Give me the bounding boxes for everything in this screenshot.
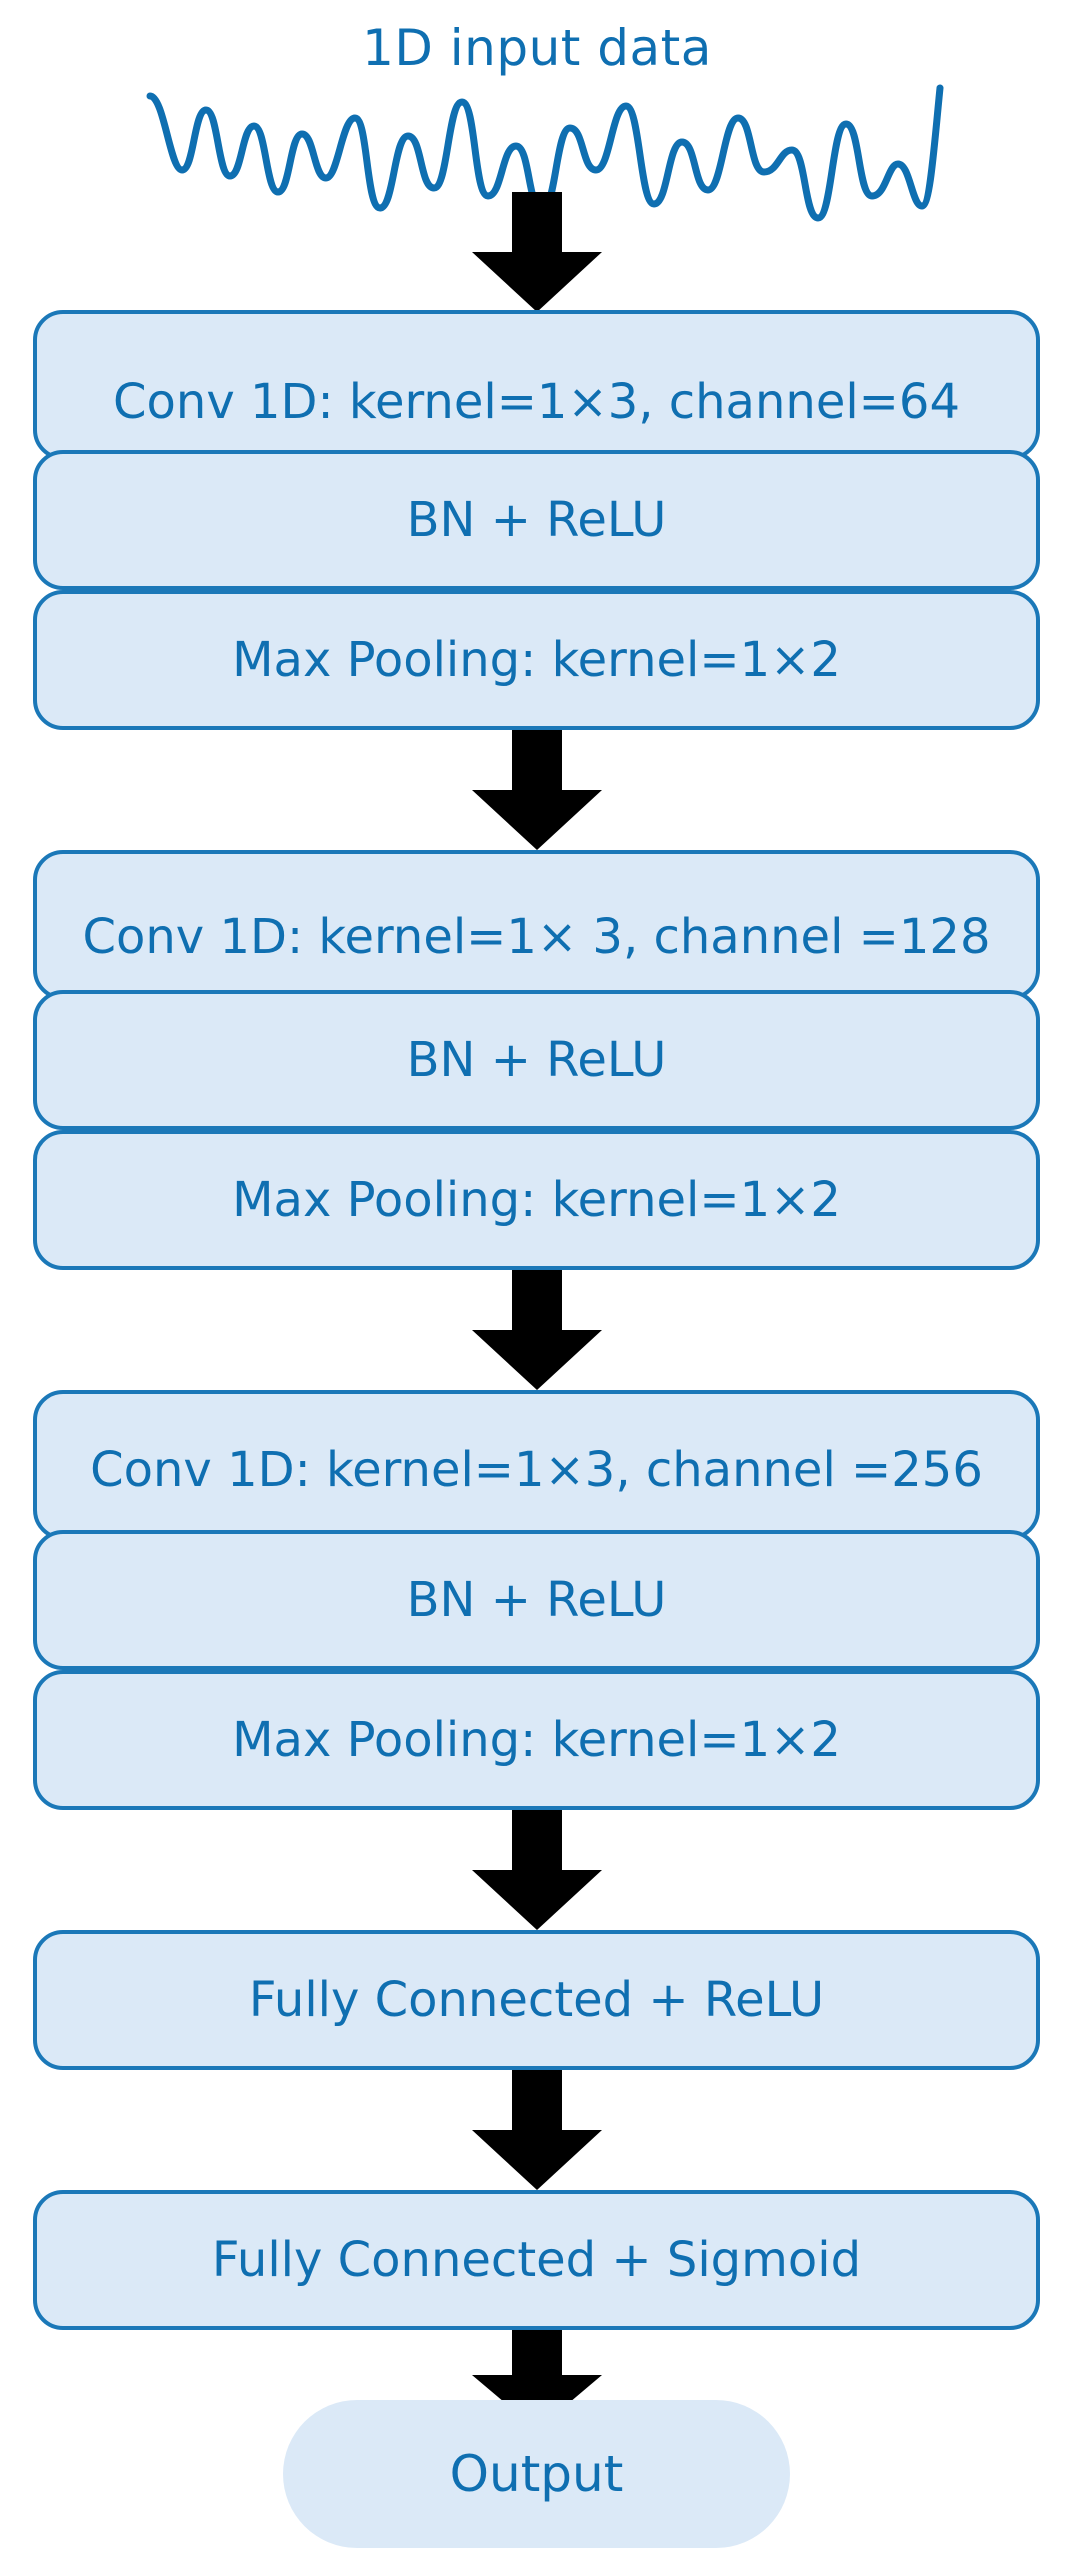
arrow-down-icon <box>472 2330 602 2430</box>
arrow-down-icon <box>472 1270 602 1390</box>
max-pooling-layer: Max Pooling: kernel=1×2 <box>33 590 1040 730</box>
fully-connected-sigmoid-layer: Fully Connected + Sigmoid <box>33 2190 1040 2330</box>
arrow-down-icon <box>472 192 602 312</box>
output-node: Output <box>283 2400 790 2548</box>
bn-relu-layer: BN + ReLU <box>33 450 1040 590</box>
bn-relu-layer: BN + ReLU <box>33 1530 1040 1670</box>
bn-relu-layer: BN + ReLU <box>33 990 1040 1130</box>
conv1d-layer: Conv 1D: kernel=1×3, channel =256 <box>33 1390 1040 1540</box>
conv1d-layer: Conv 1D: kernel=1× 3, channel =128 <box>33 850 1040 1000</box>
max-pooling-layer: Max Pooling: kernel=1×2 <box>33 1670 1040 1810</box>
conv-block-2: Conv 1D: kernel=1× 3, channel =128 BN + … <box>33 850 1040 1270</box>
arrow-down-icon <box>472 2070 602 2190</box>
arrow-down-icon <box>472 730 602 850</box>
input-data-label: 1D input data <box>362 19 712 77</box>
arrow-down-icon <box>472 1810 602 1930</box>
conv1d-layer: Conv 1D: kernel=1×3, channel=64 <box>33 310 1040 460</box>
conv-block-3: Conv 1D: kernel=1×3, channel =256 BN + R… <box>33 1390 1040 1810</box>
max-pooling-layer: Max Pooling: kernel=1×2 <box>33 1130 1040 1270</box>
conv-block-1: Conv 1D: kernel=1×3, channel=64 BN + ReL… <box>33 310 1040 730</box>
fully-connected-relu-layer: Fully Connected + ReLU <box>33 1930 1040 2070</box>
